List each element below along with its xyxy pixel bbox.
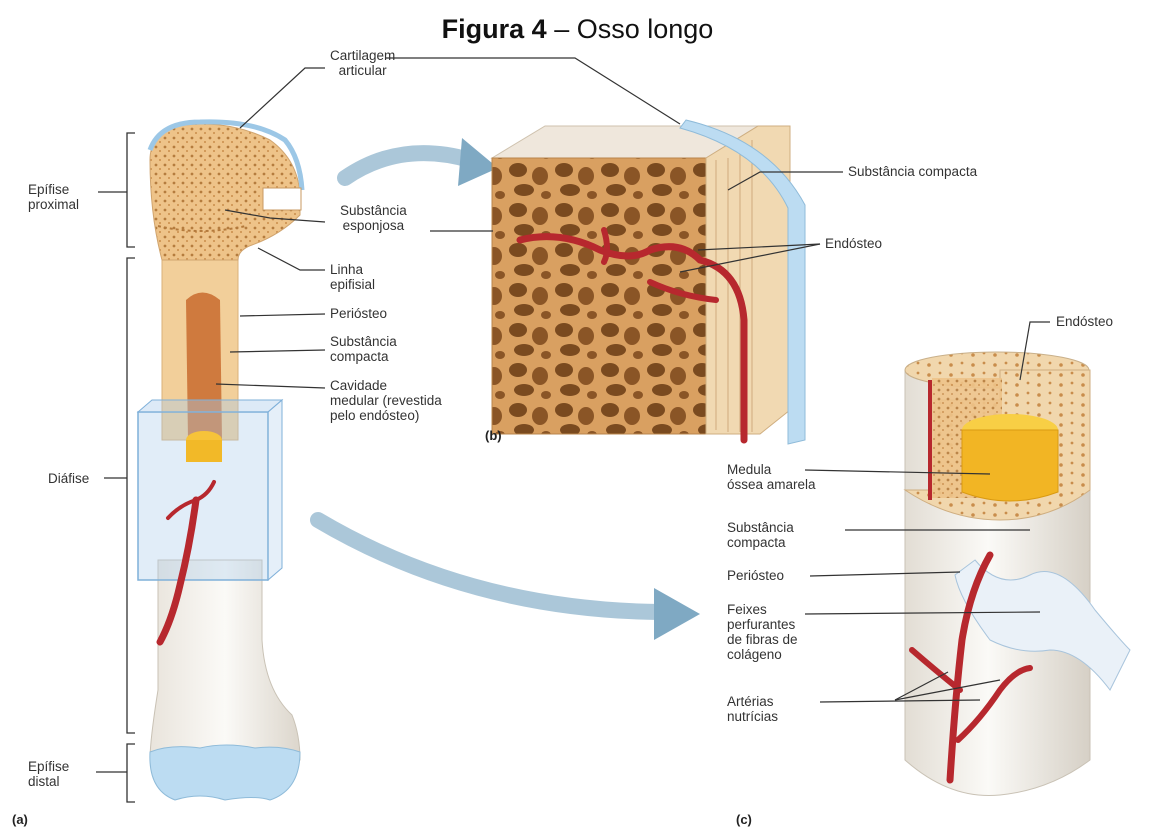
label-medullary-cavity: Cavidade medular (revestida pelo endóste…: [330, 378, 442, 423]
arrow-to-c-head: [654, 588, 700, 640]
label-line: Epífise: [28, 182, 79, 197]
bracket-proximal: [127, 133, 135, 247]
label-diaphysis: Diáfise: [48, 471, 89, 486]
label-compact-substance-b: Substância compacta: [848, 164, 977, 179]
label-line: Substância: [330, 334, 397, 349]
label-line: Artérias: [727, 694, 778, 709]
label-line: Feixes: [727, 602, 798, 617]
panel-label-b: (b): [485, 428, 502, 443]
label-line: proximal: [28, 197, 79, 212]
bracket-diaphysis: [127, 258, 135, 733]
label-line: Cavidade: [330, 378, 442, 393]
label-line: distal: [28, 774, 69, 789]
label-line: compacta: [330, 349, 397, 364]
label-articular-cartilage: Cartilagem articular: [330, 48, 395, 78]
detail-box-top: [138, 400, 282, 412]
bone-shaft-lower: [150, 560, 300, 760]
label-line: colágeno: [727, 647, 798, 662]
label-line: compacta: [727, 535, 794, 550]
panel-label-c: (c): [736, 812, 752, 827]
label-compact-substance-c: Substância compacta: [727, 520, 794, 550]
label-line: pelo endósteo): [330, 408, 442, 423]
label-line: articular: [330, 63, 395, 78]
spongy-block-b: [492, 120, 805, 444]
arrow-to-b: [345, 153, 470, 178]
label-line: Substância: [727, 520, 794, 535]
yellow-marrow-body: [962, 430, 1058, 501]
label-line: Cartilagem: [330, 48, 395, 63]
epiphysis-notch: [263, 188, 301, 210]
label-line: epifisial: [330, 277, 375, 292]
label-epiphyseal-line: Linha epifisial: [330, 262, 375, 292]
bracket-distal: [127, 744, 135, 802]
label-distal-epiphysis: Epífise distal: [28, 759, 69, 789]
label-periosteum-a: Periósteo: [330, 306, 387, 321]
label-line: Substância: [340, 203, 407, 218]
label-line: de fibras de: [727, 632, 798, 647]
label-yellow-marrow: Medula óssea amarela: [727, 462, 816, 492]
distal-cartilage: [150, 745, 300, 800]
label-endosteum-c: Endósteo: [1056, 314, 1113, 329]
label-perforating-fibers: Feixes perfurantes de fibras de colágeno: [727, 602, 798, 662]
label-line: medular (revestida: [330, 393, 442, 408]
label-compact-substance-a: Substância compacta: [330, 334, 397, 364]
marrow-plug-a-body: [186, 440, 222, 462]
label-line: Medula: [727, 462, 816, 477]
label-line: esponjosa: [340, 218, 407, 233]
label-spongy-substance: Substância esponjosa: [340, 203, 407, 233]
label-endosteum-b: Endósteo: [825, 236, 882, 251]
label-line: Epífise: [28, 759, 69, 774]
region-brackets: [96, 133, 135, 802]
panel-label-a: (a): [12, 812, 28, 827]
label-periosteum-c: Periósteo: [727, 568, 784, 583]
label-line: óssea amarela: [727, 477, 816, 492]
block-front: [492, 158, 706, 434]
detail-box-side: [268, 400, 282, 580]
long-bone-a: [138, 122, 302, 800]
bone-cylinder-c: [905, 352, 1130, 796]
label-line: Linha: [330, 262, 375, 277]
label-line: perfurantes: [727, 617, 798, 632]
label-line: nutrícias: [727, 709, 778, 724]
arrow-to-c: [318, 520, 660, 612]
label-proximal-epiphysis: Epífise proximal: [28, 182, 79, 212]
label-nutrient-arteries: Artérias nutrícias: [727, 694, 778, 724]
